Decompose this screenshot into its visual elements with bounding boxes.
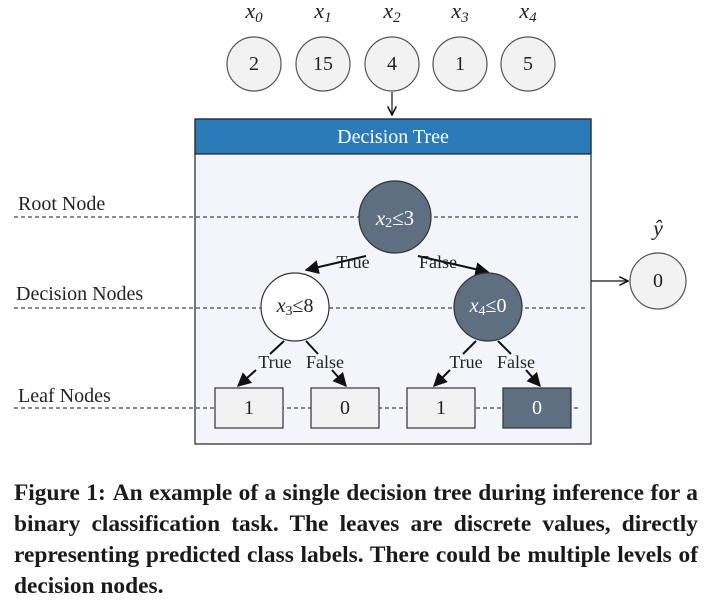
branch-label-left-false: False	[306, 352, 344, 372]
figure-caption: Figure 1:An example of a single decision…	[14, 478, 698, 602]
output-value: 0	[653, 270, 663, 292]
edge-leaf-2	[331, 369, 347, 388]
branch-label-left-true: True	[258, 352, 291, 372]
caption-label: Figure 1:	[14, 480, 106, 506]
edge-leaf-4	[525, 369, 541, 388]
edge-left-true	[269, 340, 285, 355]
branch-label-right-false: False	[497, 352, 535, 372]
edge-right-true	[462, 340, 477, 355]
edge-root-right	[417, 255, 490, 277]
edge-leaf-1	[236, 369, 257, 387]
output-circle	[629, 252, 687, 310]
root-node-label: x2≤3	[375, 206, 414, 231]
branch-label-right-true: True	[449, 352, 482, 372]
leaf-value-2: 0	[340, 397, 350, 419]
leaf-box-4	[502, 387, 572, 429]
input-label-x2: x2	[382, 0, 401, 26]
input-circle-x2	[364, 36, 420, 92]
row-label-decision: Decision Nodes	[16, 283, 143, 305]
decision-tree-figure: x0 x1 x2 x3 x4 2 15 4 1 5 Decision Tree …	[14, 0, 687, 445]
input-circle-x0	[226, 36, 282, 92]
edge-root-left	[304, 255, 367, 274]
input-value-x2: 4	[387, 53, 397, 75]
output-label: ŷ	[651, 216, 663, 241]
edge-left-false	[305, 340, 319, 355]
edge-leaf-3	[433, 369, 451, 387]
branch-label-root-true: True	[336, 252, 369, 272]
leaf-value-4: 0	[532, 397, 542, 419]
input-label-x1: x1	[313, 0, 331, 26]
edge-right-false	[497, 340, 512, 355]
decision-node-left	[260, 272, 330, 342]
decision-node-right-label: x4≤0	[469, 295, 507, 319]
input-circle-x3	[432, 36, 488, 92]
caption-text: An example of a single decision tree dur…	[14, 480, 699, 599]
leaf-value-3: 1	[436, 397, 446, 419]
leaf-value-1: 1	[244, 397, 254, 419]
leaf-box-3	[406, 387, 476, 429]
input-circle-x4	[500, 36, 556, 92]
branch-label-root-false: False	[419, 252, 457, 272]
decision-node-left-label: x3≤8	[276, 295, 314, 319]
decision-node-right	[453, 272, 523, 342]
leaf-box-1	[214, 387, 284, 429]
tree-panel-header	[194, 118, 592, 155]
input-label-x0: x0	[244, 0, 263, 26]
input-label-x4: x4	[518, 0, 537, 26]
row-label-leaf: Leaf Nodes	[18, 385, 111, 407]
input-value-x4: 5	[523, 53, 533, 75]
root-node	[358, 180, 432, 254]
leaf-box-2	[310, 387, 380, 429]
input-value-x3: 1	[455, 53, 465, 75]
row-label-root: Root Node	[18, 193, 105, 215]
input-value-x1: 15	[313, 53, 333, 75]
input-value-x0: 2	[249, 53, 259, 75]
input-label-x3: x3	[450, 0, 468, 26]
tree-panel-title: Decision Tree	[337, 126, 449, 148]
input-circle-x1	[295, 36, 351, 92]
